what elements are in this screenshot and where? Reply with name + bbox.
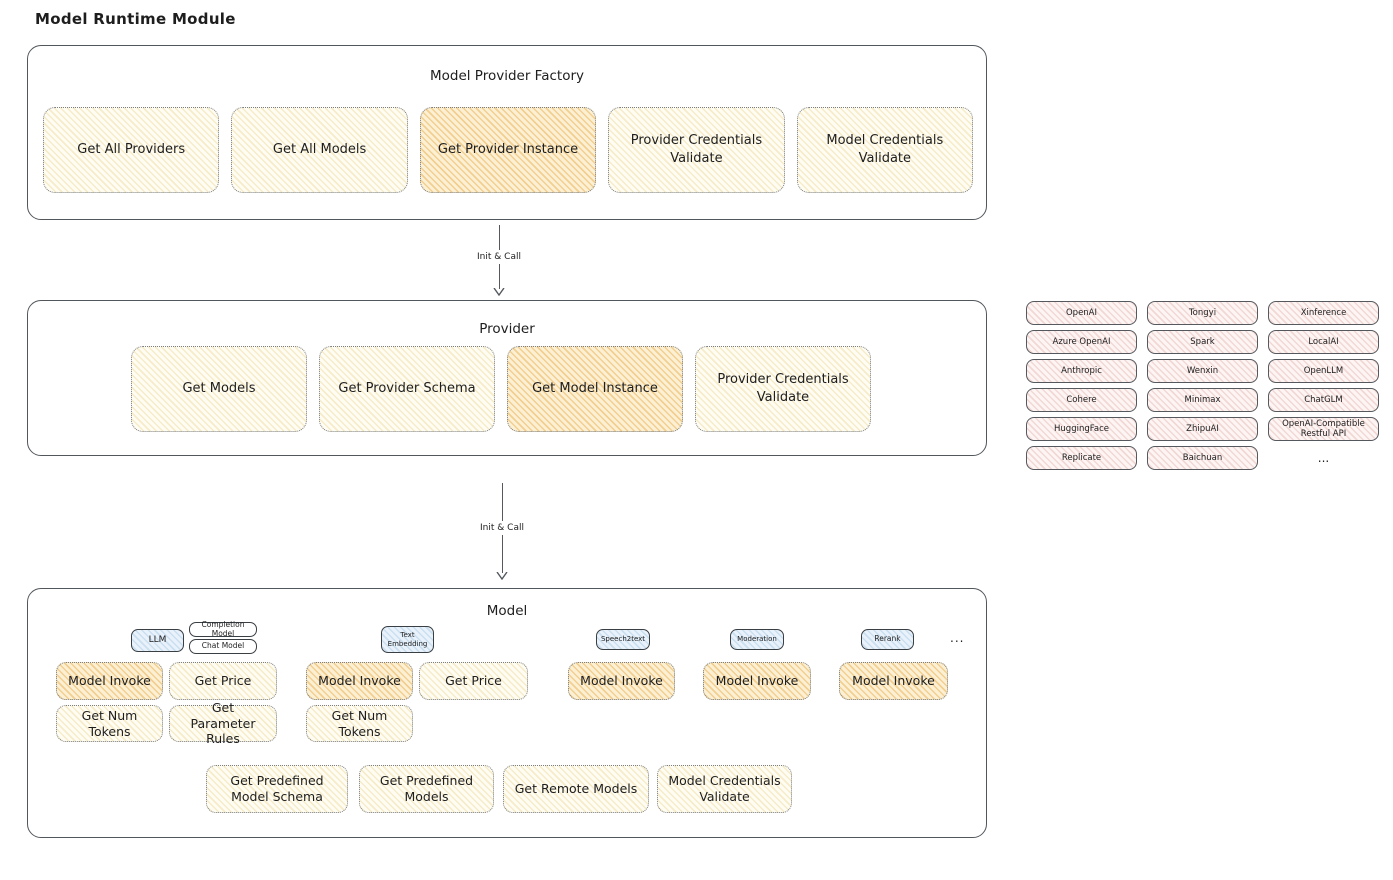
arrowhead-icon [493, 288, 505, 296]
provider-pill-huggingface: HuggingFace [1026, 417, 1137, 441]
provider-pill-openllm: OpenLLM [1268, 359, 1379, 383]
arrow-provider-to-model: Init & Call [457, 483, 547, 580]
embedding-get-price-box: Get Price [419, 662, 528, 700]
get-remote-models-box: Get Remote Models [503, 765, 649, 813]
factory-get-provider-instance-box: Get Provider Instance [419, 107, 597, 193]
factory-buttons-row: Get All Providers Get All Models Get Pro… [43, 107, 974, 193]
model-tags-ellipsis: ... [950, 631, 965, 645]
provider-buttons-row: Get Models Get Provider Schema Get Model… [131, 346, 871, 432]
tag-rerank: Rerank [861, 629, 914, 650]
provider-pill-openai: OpenAI [1026, 301, 1137, 325]
provider-pill-xinference: Xinference [1268, 301, 1379, 325]
model-title: Model [486, 603, 528, 619]
arrow-factory-to-provider: Init & Call [454, 225, 544, 296]
factory-get-all-models-box: Get All Models [231, 107, 408, 193]
provider-pill-spark: Spark [1147, 330, 1258, 354]
llm-get-parameter-rules-box: Get Parameter Rules [169, 700, 277, 746]
factory-model-credentials-validate-box: Model Credentials Validate [796, 107, 974, 193]
provider-get-model-instance-box: Get Model Instance [507, 346, 683, 432]
provider-pill-wenxin: Wenxin [1147, 359, 1258, 383]
llm-get-price-box: Get Price [169, 662, 277, 700]
get-predefined-model-schema-box: Get Predefined Model Schema [206, 765, 348, 813]
embedding-model-invoke-box: Model Invoke [306, 662, 413, 700]
provider-get-models-box: Get Models [131, 346, 307, 432]
arrow-label: Init & Call [477, 521, 527, 535]
provider-pill-azure-openai: Azure OpenAI [1026, 330, 1137, 354]
embedding-get-num-tokens-box: Get Num Tokens [306, 705, 413, 742]
factory-title: Model Provider Factory [429, 68, 584, 84]
arrow-line [498, 225, 500, 250]
provider-pill-openai-compatible: OpenAI-Compatible Restful API [1268, 417, 1379, 441]
provider-pill-baichuan: Baichuan [1147, 446, 1258, 470]
factory-get-all-providers-box: Get All Providers [43, 107, 220, 193]
provider-section: Provider Get Models Get Provider Schema … [27, 300, 987, 456]
model-credentials-validate-box: Model Credentials Validate [657, 765, 792, 813]
provider-pill-minimax: Minimax [1147, 388, 1258, 412]
model-section: Model LLM Completion Model Chat Model Te… [27, 588, 987, 838]
arrow-line [498, 264, 500, 289]
provider-provider-credentials-validate-box: Provider Credentials Validate [695, 346, 871, 432]
tag-completion-model: Completion Model [189, 620, 257, 637]
tag-speech2text: Speech2text [596, 629, 650, 650]
arrow-line [501, 483, 503, 521]
factory-section: Model Provider Factory Get All Providers… [27, 45, 987, 220]
tag-chat-model: Chat Model [189, 639, 257, 654]
provider-pill-chatglm: ChatGLM [1268, 388, 1379, 412]
llm-model-invoke-box: Model Invoke [56, 662, 163, 700]
providers-grid: OpenAI Tongyi Xinference Azure OpenAI Sp… [1026, 301, 1379, 470]
moderation-model-invoke-box: Model Invoke [703, 662, 811, 700]
llm-get-num-tokens-box: Get Num Tokens [56, 705, 163, 742]
tag-llm: LLM [131, 629, 184, 652]
provider-get-provider-schema-box: Get Provider Schema [319, 346, 495, 432]
provider-pill-replicate: Replicate [1026, 446, 1137, 470]
diagram-title: Model Runtime Module [35, 10, 236, 28]
arrow-line [501, 535, 503, 573]
factory-provider-credentials-validate-box: Provider Credentials Validate [608, 107, 785, 193]
provider-pill-zhipuai: ZhipuAI [1147, 417, 1258, 441]
tag-moderation: Moderation [730, 629, 784, 650]
arrowhead-icon [496, 572, 508, 580]
provider-pill-localai: LocalAI [1268, 330, 1379, 354]
provider-pill-anthropic: Anthropic [1026, 359, 1137, 383]
provider-pill-cohere: Cohere [1026, 388, 1137, 412]
providers-grid-ellipsis: ... [1317, 451, 1330, 465]
provider-title: Provider [479, 321, 535, 337]
rerank-model-invoke-box: Model Invoke [839, 662, 948, 700]
arrow-label: Init & Call [474, 250, 524, 264]
speech2text-model-invoke-box: Model Invoke [568, 662, 675, 700]
provider-pill-tongyi: Tongyi [1147, 301, 1258, 325]
tag-text-embedding: Text Embedding [381, 626, 434, 653]
get-predefined-models-box: Get Predefined Models [359, 765, 494, 813]
